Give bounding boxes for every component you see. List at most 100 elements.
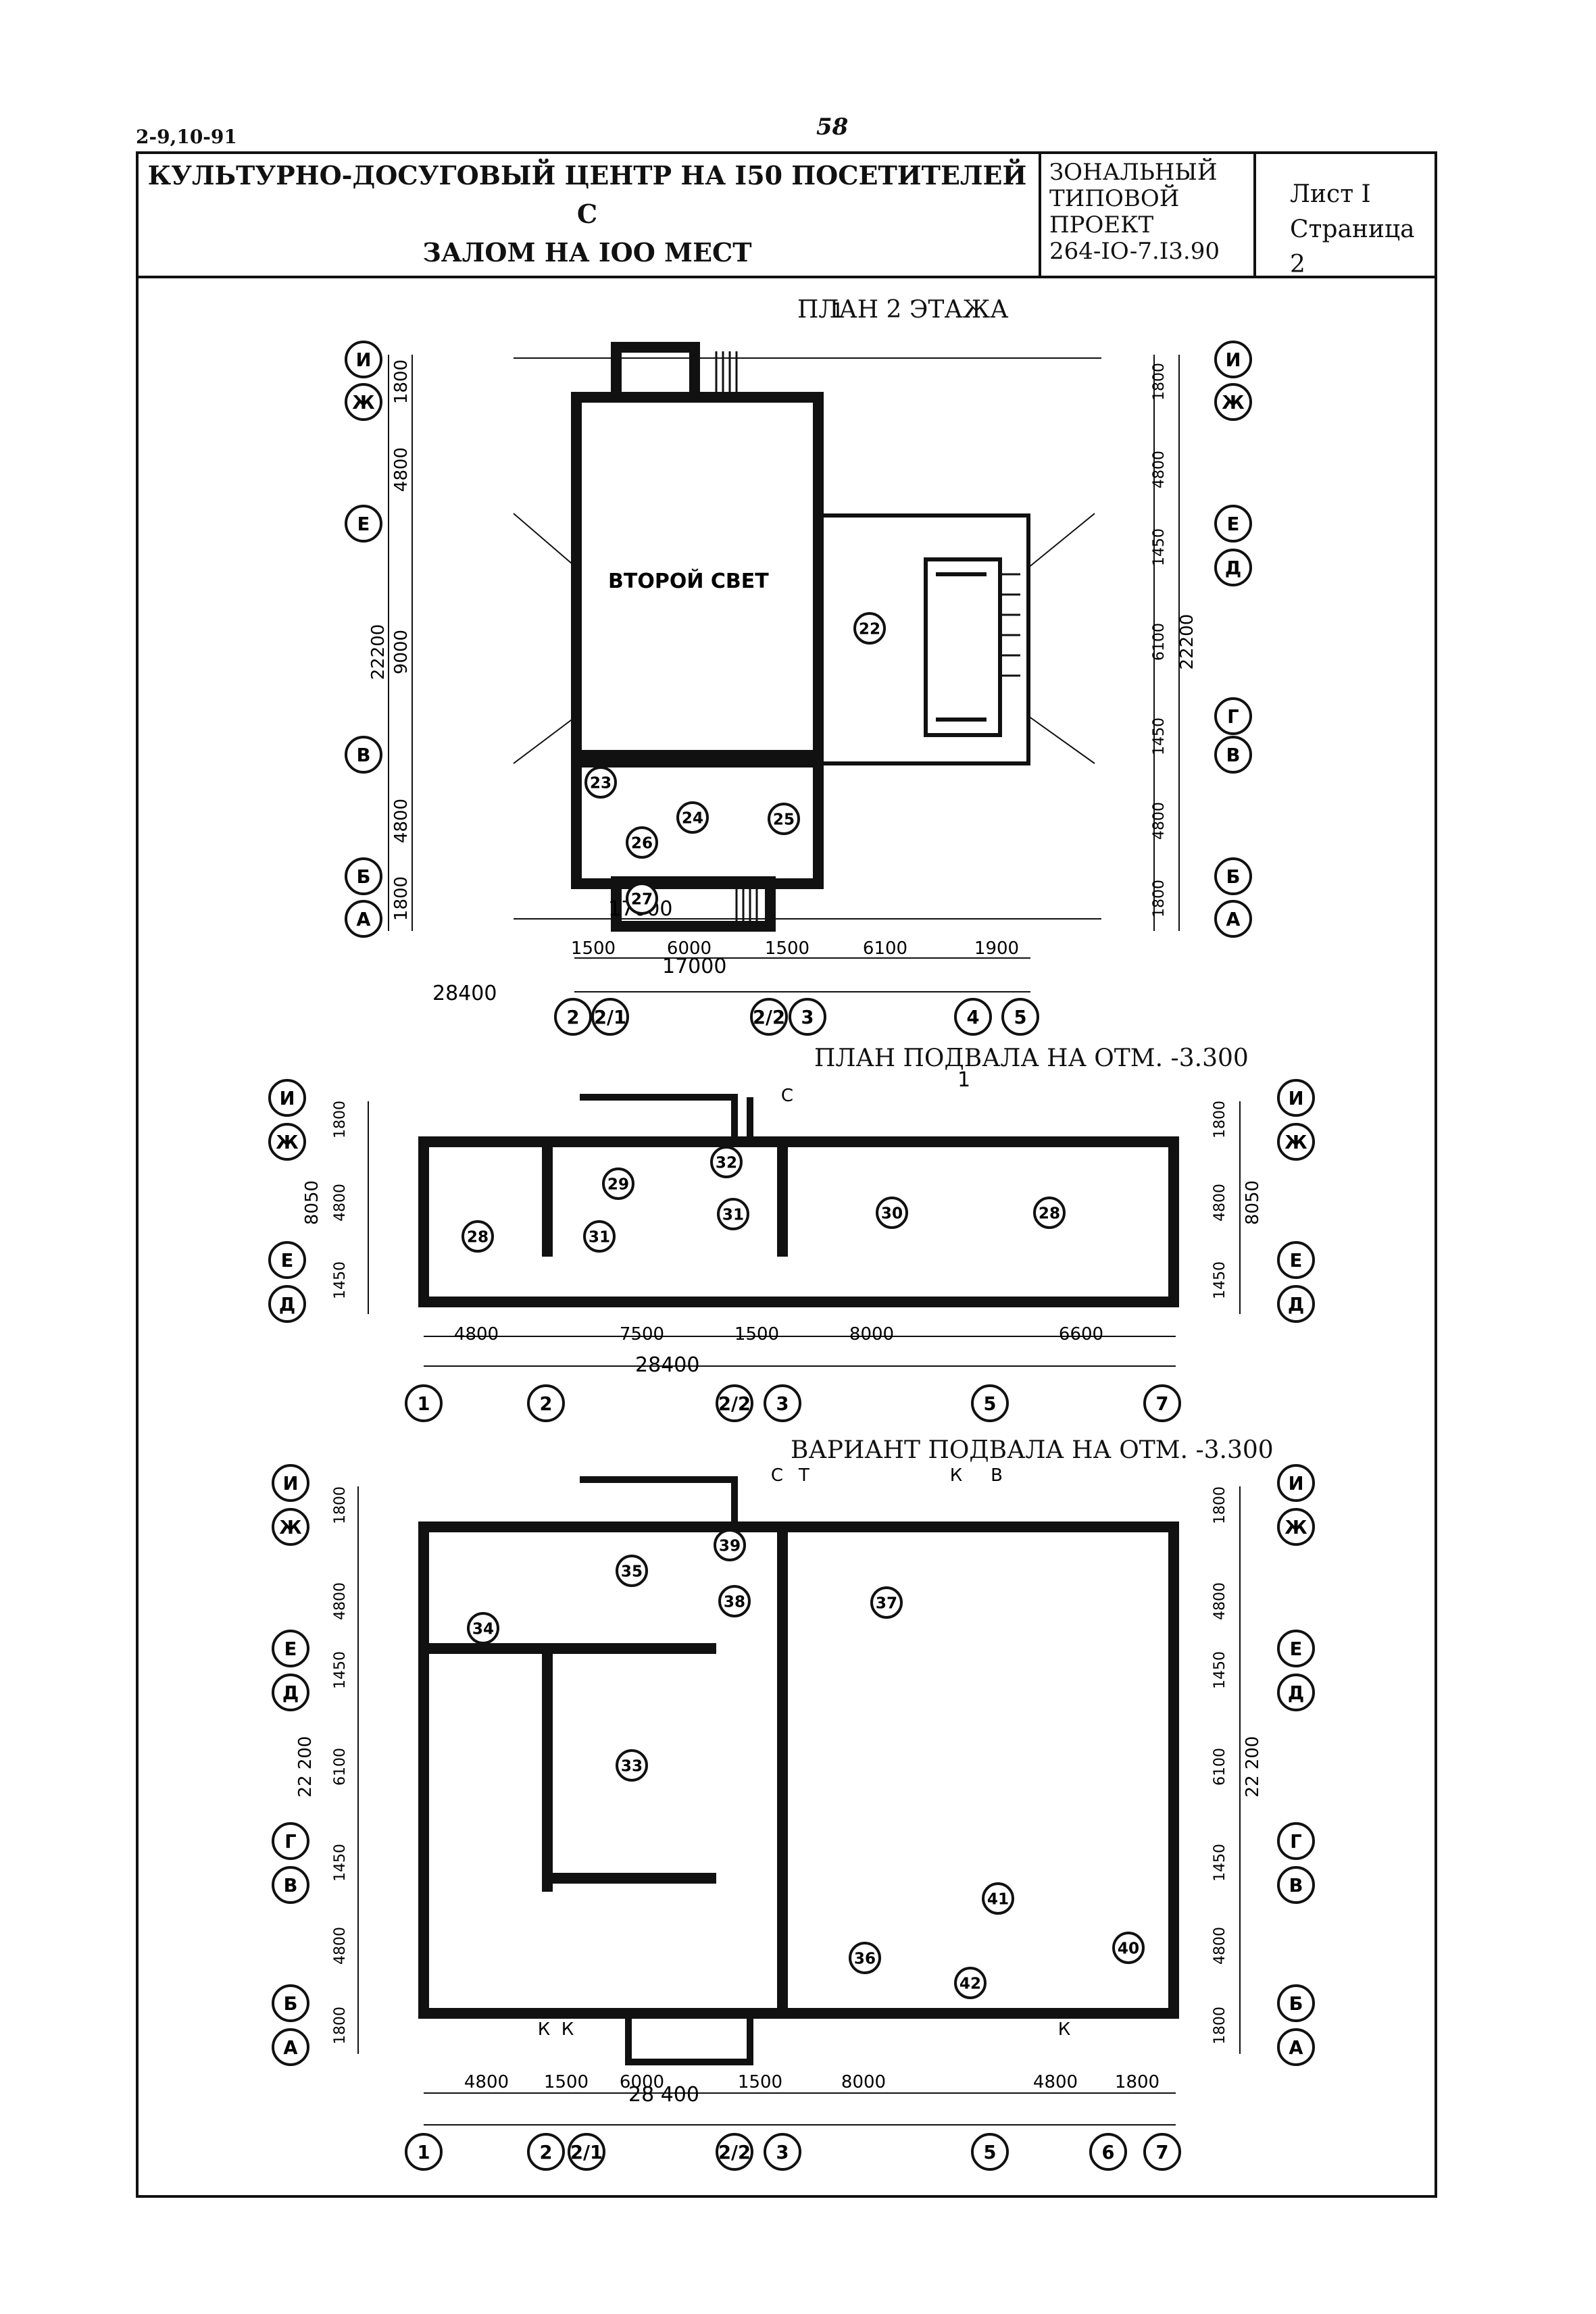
page-label: Страница 2 — [1290, 216, 1415, 279]
plan1-axis-left-4: Б — [345, 857, 382, 895]
svg-text:Г: Г — [1227, 707, 1239, 728]
plan3-axis-left-4: Г — [272, 1822, 309, 1860]
svg-text:И: И — [1289, 1088, 1304, 1109]
plan2-dim-right-total: 8050 — [1243, 1180, 1263, 1225]
plan2-room-4: 32 — [710, 1146, 743, 1178]
svg-text:7: 7 — [1156, 1394, 1169, 1415]
plan2-room-6: 28 — [1033, 1197, 1066, 1229]
svg-text:26: 26 — [631, 834, 653, 852]
plan2-dim-bottom-1: 7500 — [620, 1324, 664, 1344]
plan3-dim-right-0: 1800 — [1212, 1486, 1228, 1524]
svg-text:А: А — [1226, 909, 1240, 930]
plan3-dim-total-label: 28 400 — [628, 2083, 699, 2107]
plan3-axis-bottom-1: 2 — [527, 2133, 565, 2171]
plan2-dim-total-label: 28400 — [635, 1353, 699, 1377]
svg-text:А: А — [356, 909, 370, 930]
plan2-axis-bottom-0: 1 — [405, 1384, 443, 1422]
svg-text:Г: Г — [284, 1832, 296, 1853]
svg-text:Ж: Ж — [1285, 1517, 1307, 1538]
plan1-room-26: 26 — [626, 826, 658, 859]
svg-text:Б: Б — [284, 1994, 298, 2015]
plan1-dim-right-1: 4800 — [1151, 451, 1168, 488]
plan3-dim-left-3: 6100 — [332, 1748, 349, 1786]
plan3-dim-left-4: 1450 — [332, 1844, 349, 1882]
plan1-axis-left-0: И — [345, 341, 382, 378]
plan3-room-41: 41 — [982, 1882, 1014, 1915]
svg-text:Д: Д — [1288, 1683, 1304, 1704]
svg-text:37: 37 — [876, 1594, 897, 1612]
plan3-axis-right-4: Г — [1277, 1822, 1315, 1860]
svg-text:Г: Г — [1290, 1832, 1301, 1853]
plan2-axis-bottom-3: 3 — [764, 1384, 801, 1422]
plan3-marker-4: К — [538, 2019, 550, 2040]
svg-text:7: 7 — [1156, 2142, 1169, 2163]
sheet-cell: Лист I Страница 2 — [1256, 151, 1435, 278]
plan3-dim-bottom-4: 8000 — [841, 2072, 886, 2092]
plan3-dim-left-2: 1450 — [332, 1651, 349, 1689]
plan3-dim-bottom-5: 4800 — [1033, 2072, 1078, 2092]
svg-text:2/2: 2/2 — [718, 1394, 751, 1415]
svg-text:Е: Е — [281, 1251, 294, 1272]
plan3-axis-left-6: Б — [272, 1984, 309, 2022]
svg-text:Ж: Ж — [276, 1132, 299, 1153]
plan3-axis-bottom-6: 6 — [1089, 2133, 1127, 2171]
plan1-dim-left-2: 9000 — [391, 630, 412, 674]
plan1-dim-right-3: 6100 — [1151, 623, 1168, 661]
svg-text:28: 28 — [1039, 1205, 1060, 1222]
svg-text:2/1: 2/1 — [570, 2142, 603, 2163]
plan2-axis-bottom-5: 7 — [1143, 1384, 1181, 1422]
plan2-room-5: 31 — [583, 1220, 616, 1253]
project-cell: ЗОНАЛЬНЫЙ ТИПОВОЙ ПРОЕКТ 264-IO-7.I3.90 — [1041, 151, 1256, 276]
plan3-axis-left-2: Е — [272, 1630, 309, 1667]
svg-text:39: 39 — [719, 1537, 741, 1555]
plan3-axis-right-7: А — [1277, 2028, 1315, 2066]
plan2-dim-left-total: 8050 — [302, 1180, 322, 1225]
plan1-walls — [571, 342, 824, 932]
svg-text:Б: Б — [1289, 1994, 1303, 2015]
svg-text:30: 30 — [881, 1205, 903, 1222]
plan1-dim-lines — [388, 355, 1180, 992]
svg-text:34: 34 — [472, 1620, 494, 1638]
plan1-dim-bottom-0: 1500 — [571, 938, 616, 959]
svg-text:5: 5 — [984, 1394, 997, 1415]
plan2-axis-left-1: Ж — [268, 1123, 306, 1161]
plan1-axis-right-4: Г — [1214, 697, 1252, 735]
svg-text:35: 35 — [621, 1563, 643, 1580]
plan3-dim-right-6: 1800 — [1212, 2007, 1228, 2044]
title-line-1: КУЛЬТУРНО-ДОСУГОВЫЙ ЦЕНТР НА I50 ПОСЕТИТ… — [147, 159, 1027, 229]
plan3-dim-bottom-2: 6000 — [620, 2072, 664, 2092]
plan3-dim-left-total: 22 200 — [295, 1736, 316, 1798]
svg-text:41: 41 — [987, 1890, 1009, 1908]
svg-text:В: В — [1226, 745, 1241, 766]
svg-text:Е: Е — [1290, 1251, 1303, 1272]
plan2-dim-bottom-0: 4800 — [454, 1324, 499, 1344]
plan2-axis-right-1: Ж — [1277, 1123, 1315, 1161]
plan2-walls — [418, 1136, 1179, 1307]
svg-text:2/1: 2/1 — [594, 1007, 626, 1028]
svg-text:5: 5 — [984, 2142, 997, 2163]
plan1-axis-right-6: Б — [1214, 857, 1252, 895]
plan1-dim-left-total: 22200 — [368, 624, 389, 680]
svg-text:31: 31 — [589, 1228, 610, 1246]
svg-text:36: 36 — [854, 1950, 876, 1967]
svg-text:И: И — [356, 350, 372, 371]
plan1-axis-right-3: Д — [1214, 549, 1252, 586]
plan1-axis-right-2: Е — [1214, 505, 1252, 543]
plan3-dim-right-2: 1450 — [1212, 1651, 1228, 1689]
plan1-dim-bottom-4: 1900 — [974, 938, 1019, 959]
svg-text:24: 24 — [682, 809, 703, 827]
plan2-axis-bottom-1: 2 — [527, 1384, 565, 1422]
plan2-room-3: 31 — [717, 1198, 749, 1230]
plan1-axis-left-2: Е — [345, 505, 382, 543]
plan1-axis-left-5: А — [345, 900, 382, 938]
plan3-dim-left-6: 1800 — [332, 2007, 349, 2044]
svg-text:Е: Е — [357, 514, 370, 535]
svg-text:И: И — [1289, 1474, 1304, 1494]
plan1-axis-bottom-5: 5 — [1001, 998, 1039, 1036]
plan1-axis-left-1: Ж — [345, 383, 382, 421]
plan3-marker-0: С — [771, 1465, 783, 1486]
svg-text:27: 27 — [631, 890, 653, 908]
plan3-marker-1: Т — [798, 1465, 809, 1486]
svg-text:2/2: 2/2 — [753, 1007, 785, 1028]
plan1-room-25: 25 — [768, 803, 800, 835]
